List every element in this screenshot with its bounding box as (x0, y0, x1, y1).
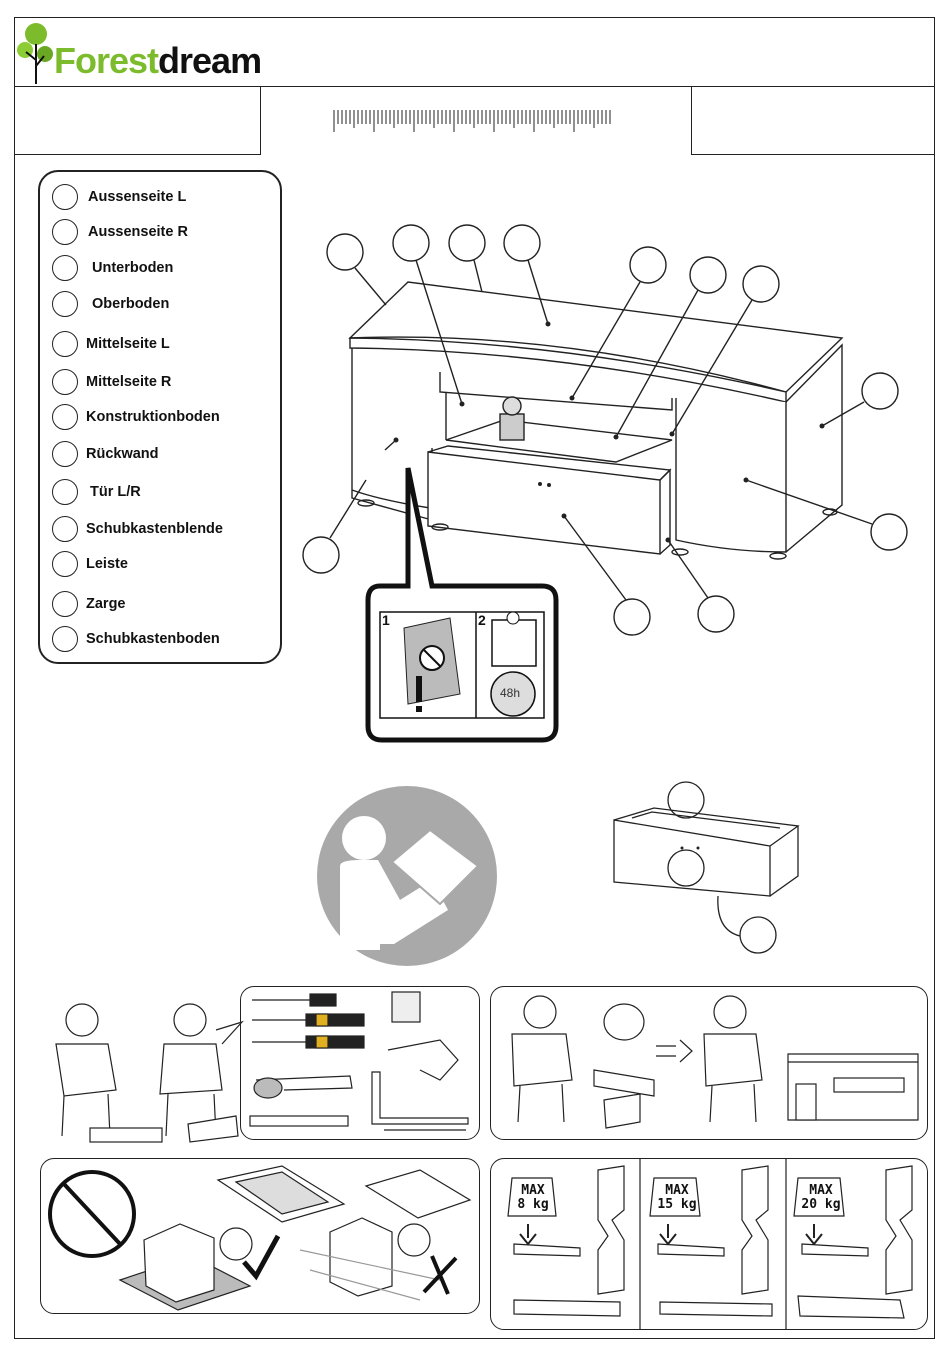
part-item: Schubkastenboden (52, 624, 220, 654)
part-label: Schubkastenboden (86, 631, 220, 647)
barcode (0, 0, 950, 160)
tools-panel (240, 986, 480, 1140)
part-item: Mittelseite R (52, 367, 171, 397)
part-label: Zarge (86, 596, 126, 612)
part-label: Mittelseite R (86, 374, 171, 390)
part-number-circle (52, 331, 78, 357)
part-number-circle (52, 369, 78, 395)
part-number-circle (52, 184, 78, 210)
part-item: Aussenseite L (52, 182, 186, 212)
part-label: Rückwand (86, 446, 159, 462)
part-item: Oberboden (52, 289, 169, 319)
load-limit-1-line1: MAX (510, 1184, 556, 1198)
load-limit-3-line2: 20 kg (796, 1198, 846, 1212)
step-number-1: 1 (382, 612, 390, 628)
part-number-circle (52, 516, 78, 542)
step-number-2: 2 (478, 612, 486, 628)
missing-parts-panel (490, 986, 928, 1140)
part-item: Aussenseite R (52, 217, 188, 247)
part-number-circle (52, 291, 78, 317)
part-number-circle (52, 479, 78, 505)
part-label: Leiste (86, 556, 128, 572)
part-number-circle (52, 591, 78, 617)
part-item: Tür L/R (52, 477, 141, 507)
part-label: Oberboden (92, 296, 169, 312)
part-item: Schubkastenblende (52, 514, 223, 544)
part-number-circle (52, 404, 78, 430)
part-item: Mittelseite L (52, 329, 170, 359)
part-item: Zarge (52, 589, 126, 619)
assembly-surface-panel (40, 1158, 480, 1314)
load-limit-1-line2: 8 kg (510, 1198, 556, 1212)
part-label: Konstruktionboden (86, 409, 220, 425)
part-item: Unterboden (52, 253, 173, 283)
part-number-circle (52, 626, 78, 652)
part-label: Aussenseite R (88, 224, 188, 240)
part-label: Tür L/R (90, 484, 141, 500)
load-limit-3-line1: MAX (796, 1184, 846, 1198)
part-label: Mittelseite L (86, 336, 170, 352)
part-item: Konstruktionboden (52, 402, 220, 432)
part-number-circle (52, 441, 78, 467)
load-limit-2-line2: 15 kg (652, 1198, 702, 1212)
part-item: Leiste (52, 549, 128, 579)
part-label: Schubkastenblende (86, 521, 223, 537)
part-number-circle (52, 255, 78, 281)
part-label: Unterboden (92, 260, 173, 276)
parts-list: Aussenseite L Aussenseite R Unterboden O… (38, 170, 282, 664)
part-label: Aussenseite L (88, 189, 186, 205)
part-item: Rückwand (52, 439, 159, 469)
part-number-circle (52, 551, 78, 577)
clock-time-label: 48h (500, 686, 520, 700)
load-limit-2-line1: MAX (652, 1184, 702, 1198)
part-number-circle (52, 219, 78, 245)
